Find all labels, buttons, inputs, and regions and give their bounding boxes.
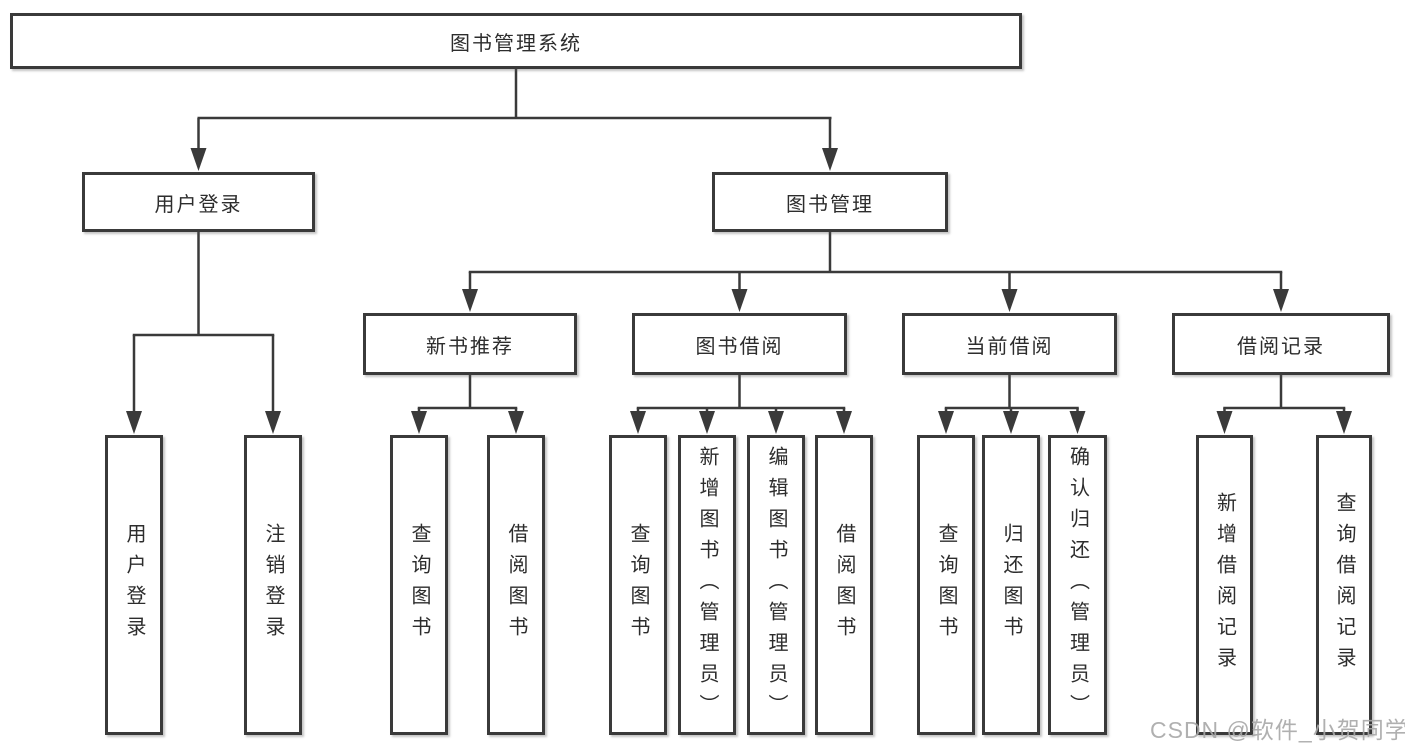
node-book-management-module: 图书管理 <box>712 172 948 232</box>
leaf-user-login: 用户登录 <box>105 435 163 735</box>
leaf-borrow-books-recommend: 借阅图书 <box>487 435 545 735</box>
leaf-logout: 注销登录 <box>244 435 302 735</box>
leaf-confirm-return-admin: 确认归还（管理员） <box>1048 435 1107 735</box>
leaf-edit-books-admin: 编辑图书（管理员） <box>747 435 805 735</box>
leaf-query-books-borrowing: 查询图书 <box>609 435 667 735</box>
leaf-add-borrow-record: 新增借阅记录 <box>1196 435 1253 735</box>
node-new-book-recommendation: 新书推荐 <box>363 313 577 375</box>
node-user-login-module: 用户登录 <box>82 172 315 232</box>
leaf-add-books-admin: 新增图书（管理员） <box>678 435 736 735</box>
node-root-library-system: 图书管理系统 <box>10 13 1022 69</box>
node-book-borrowing: 图书借阅 <box>632 313 847 375</box>
watermark: CSDN @软件_小贺同学 <box>1150 717 1405 743</box>
node-borrowing-records: 借阅记录 <box>1172 313 1390 375</box>
leaf-query-books-current: 查询图书 <box>917 435 975 735</box>
leaf-query-books-recommend: 查询图书 <box>390 435 448 735</box>
node-current-borrowing: 当前借阅 <box>902 313 1117 375</box>
leaf-query-borrow-record: 查询借阅记录 <box>1316 435 1372 735</box>
leaf-borrow-books: 借阅图书 <box>815 435 873 735</box>
leaf-return-books: 归还图书 <box>982 435 1040 735</box>
